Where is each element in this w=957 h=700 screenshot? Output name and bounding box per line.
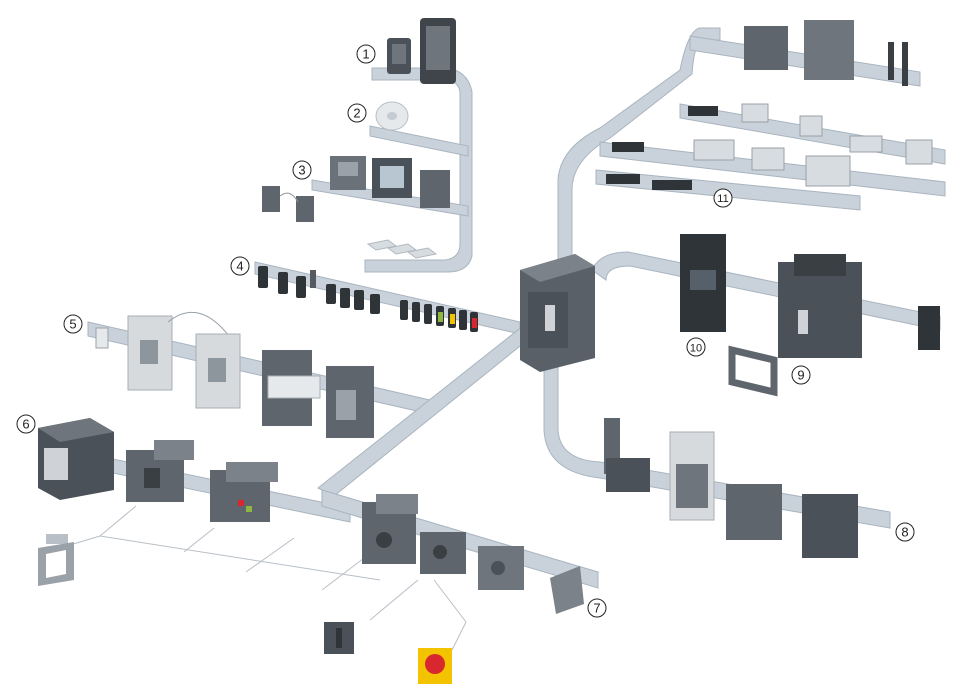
- device-9-breaker: [778, 262, 862, 358]
- group-2-device: [375, 101, 409, 131]
- rail-accessories: [254, 261, 521, 335]
- callout-label: 6: [22, 417, 29, 432]
- callout-label: 8: [901, 525, 908, 540]
- group-5-breakers: [95, 311, 374, 438]
- callout-9: 9: [791, 365, 811, 385]
- rail-9-10: [591, 251, 941, 331]
- callout-label: 1: [362, 47, 369, 62]
- group-3-devices: [262, 156, 450, 222]
- callout-label: 9: [797, 368, 804, 383]
- callout-label: 10: [690, 343, 702, 355]
- callout-1: 1: [356, 44, 376, 64]
- callout-label: 5: [69, 317, 76, 332]
- callout-label: 4: [236, 259, 243, 274]
- callout-label: 7: [593, 601, 600, 616]
- group-8-breakers: [604, 418, 858, 558]
- group-9-10-breakers: [680, 234, 940, 397]
- callouts: 1 2 3 4 5 6 7 8: [16, 44, 915, 618]
- device-9-frame: [728, 345, 778, 397]
- group-4-accessories: [258, 266, 478, 332]
- callout-5: 5: [63, 314, 83, 334]
- rail-shelf-2: [369, 125, 469, 157]
- group-7-operators: [324, 494, 584, 684]
- callout-7: 7: [587, 598, 607, 618]
- callout-10: 10: [686, 337, 706, 357]
- callout-label: 2: [353, 106, 360, 121]
- callout-label: 11: [717, 193, 728, 205]
- callout-3: 3: [292, 160, 312, 180]
- group-6-breakers: [38, 418, 278, 522]
- central-circuit-breaker: [520, 254, 595, 372]
- rail-trunk-up: [557, 27, 721, 263]
- rail-shelf-frame: [364, 67, 473, 273]
- callout-6: 6: [16, 414, 36, 434]
- callout-4: 4: [230, 256, 250, 276]
- group-1-devices: [387, 18, 456, 84]
- callout-label: 3: [298, 163, 305, 178]
- group-11-terminals: [606, 20, 933, 190]
- frame-accessory: [38, 534, 74, 586]
- callout-2: 2: [347, 103, 367, 123]
- callout-8: 8: [895, 522, 915, 542]
- callout-11: 11: [713, 188, 733, 208]
- terminal-blocks: [366, 239, 438, 259]
